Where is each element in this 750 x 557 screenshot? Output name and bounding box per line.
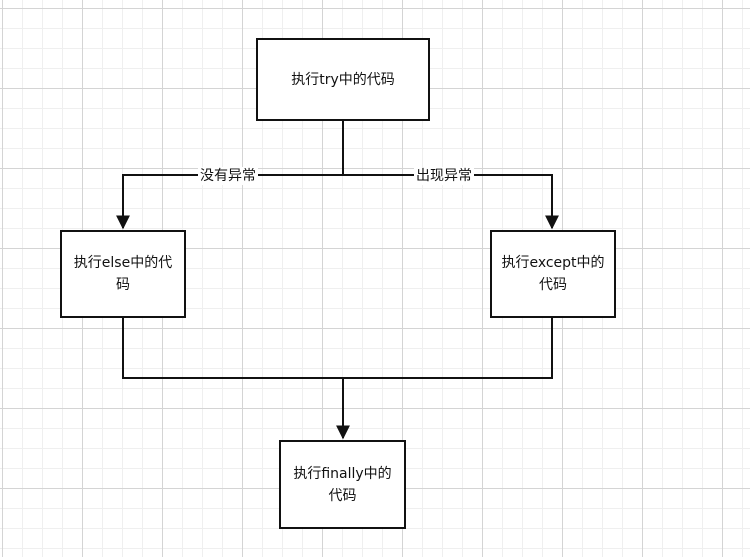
node-else-block: 执行else中的代码	[60, 230, 186, 318]
node-finally-block: 执行finally中的代码	[279, 440, 406, 529]
edge-label-exception: 出现异常	[414, 167, 474, 185]
node-try-label: 执行try中的代码	[291, 71, 395, 88]
node-else-label: 执行else中的代码	[73, 255, 173, 293]
connector-except-merge	[343, 318, 553, 379]
edge-label-no-exception: 没有异常	[198, 167, 258, 185]
node-except-label: 执行except中的代码	[501, 255, 605, 293]
node-finally-label: 执行finally中的代码	[293, 465, 392, 504]
connector-to-else	[116, 174, 343, 230]
node-except-block: 执行except中的代码	[490, 230, 616, 318]
node-try-block: 执行try中的代码	[256, 38, 430, 121]
connector-to-except	[343, 174, 559, 230]
connector-else-merge	[122, 318, 343, 379]
